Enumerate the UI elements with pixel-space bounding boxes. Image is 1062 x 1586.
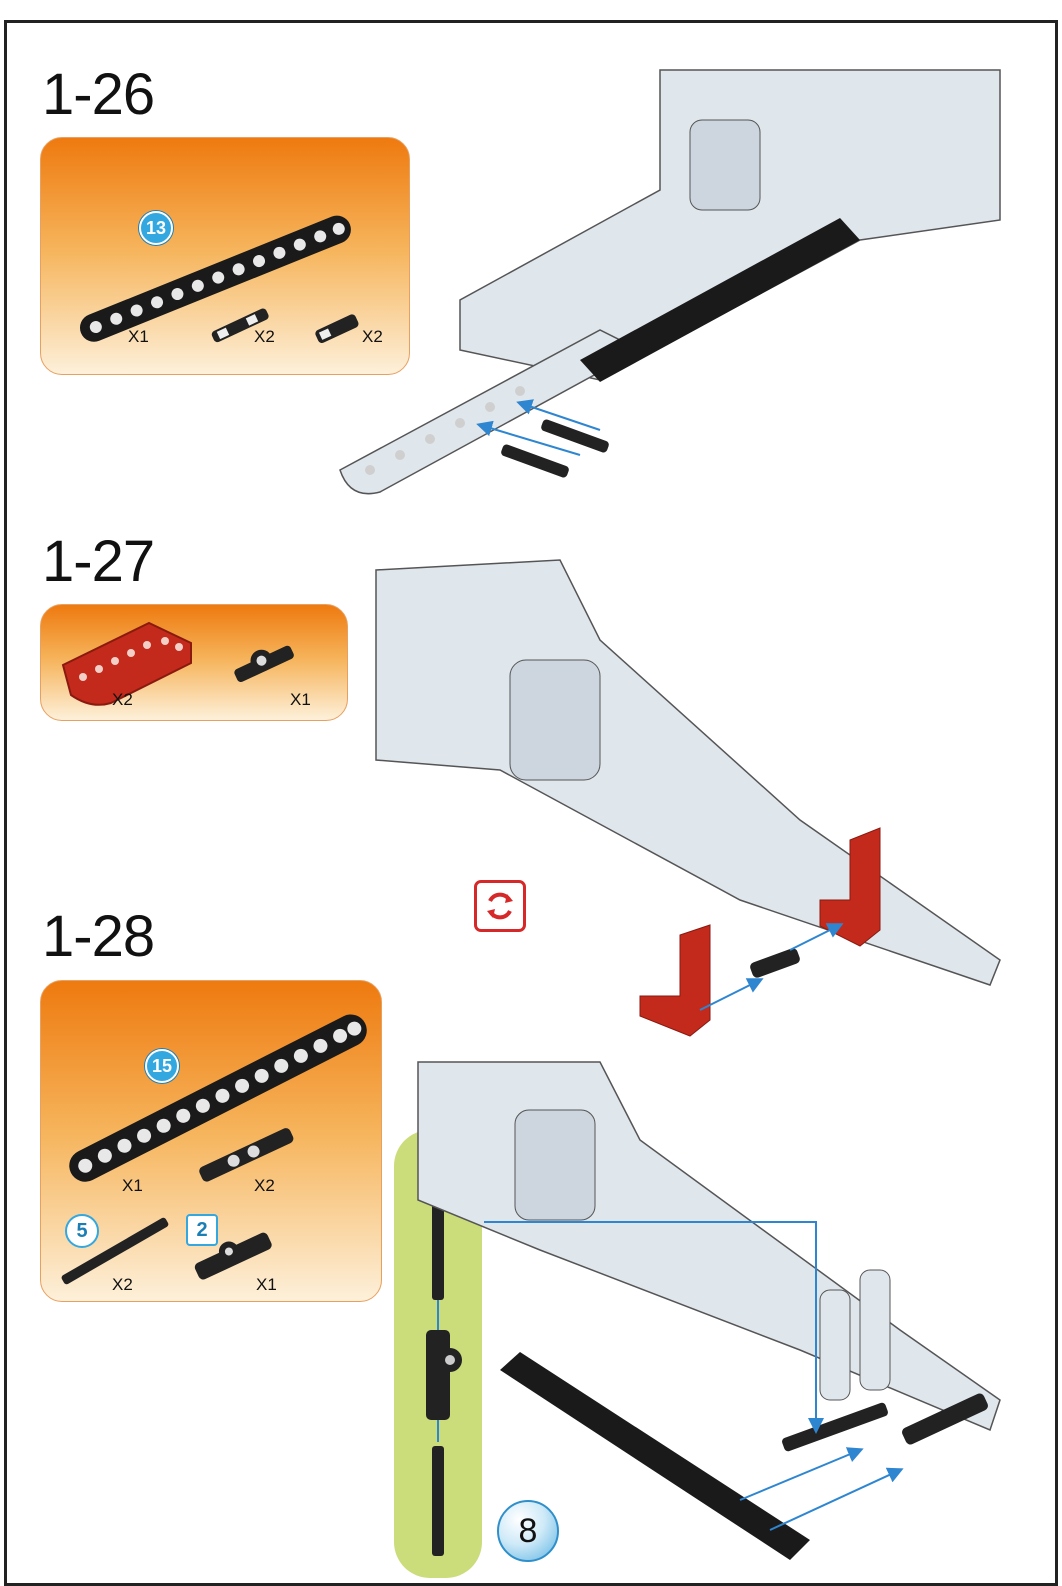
parts-box <box>40 137 410 375</box>
part-qty: X2 <box>254 327 275 346</box>
model-step-1-27 <box>375 559 1001 1037</box>
part-qty: X2 <box>112 690 133 709</box>
parts-box <box>40 604 348 721</box>
parts-box <box>40 980 382 1302</box>
block-length-badge: 2 <box>186 1214 218 1246</box>
page-frame <box>4 20 1058 1586</box>
parts-illustration <box>79 215 359 344</box>
length-badge: 15 <box>145 1049 179 1083</box>
step-title: 1-27 <box>42 529 155 594</box>
part-qty: X2 <box>112 1275 133 1294</box>
part-qty: X1 <box>122 1176 143 1195</box>
parts-illustration <box>61 1014 367 1285</box>
model-step-1-28 <box>417 1061 1001 1560</box>
model-step-1-26 <box>339 69 1001 495</box>
part-qty: X2 <box>362 327 383 346</box>
parts-illustration <box>61 621 294 706</box>
rotate-model-icon <box>474 880 526 932</box>
step-title: 1-28 <box>42 904 155 969</box>
part-qty: X1 <box>256 1275 277 1294</box>
part-qty: X1 <box>290 690 311 709</box>
axle-length-badge: 5 <box>65 1214 99 1248</box>
page-number: 8 <box>497 1500 559 1562</box>
part-qty: X1 <box>128 327 149 346</box>
part-qty: X2 <box>254 1176 275 1195</box>
step-title: 1-26 <box>42 62 155 127</box>
length-badge: 13 <box>139 211 173 245</box>
